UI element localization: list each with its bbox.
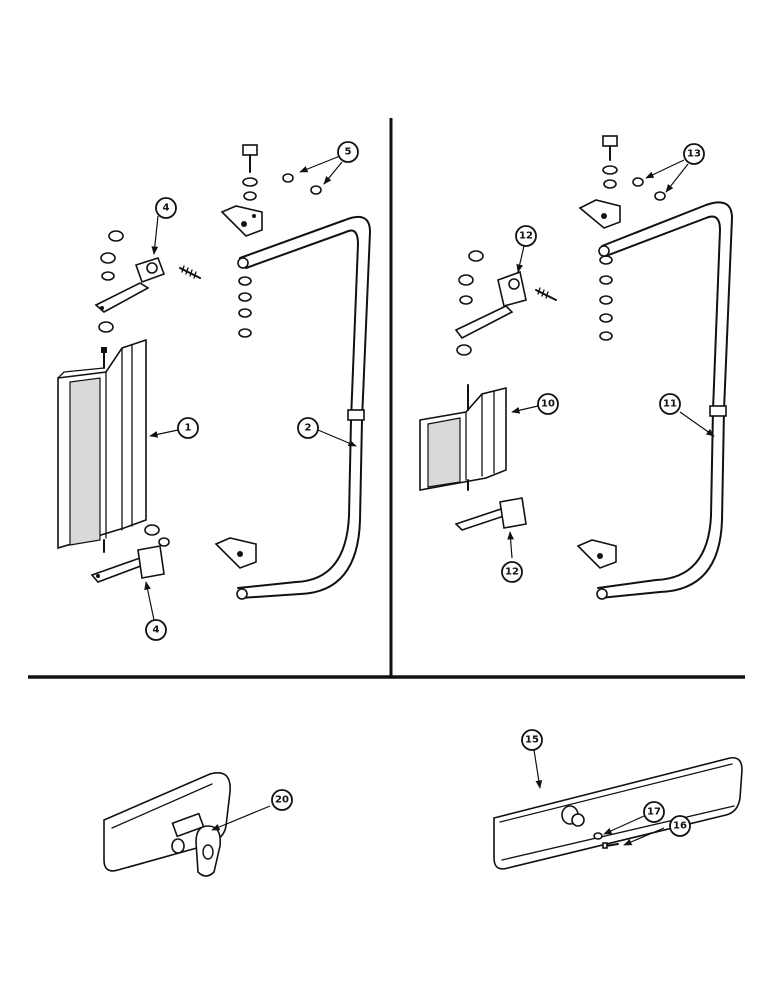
callout-16: 16 — [669, 815, 691, 837]
callout-10: 10 — [537, 393, 559, 415]
svg-text:20: 20 — [275, 795, 289, 806]
nuts-upper-left — [98, 230, 124, 333]
upper-mount-plate-left — [220, 205, 263, 237]
callout-13: 13 — [683, 143, 705, 165]
callout-12-lower: 12 — [501, 561, 523, 583]
callout-2: 2 — [297, 417, 319, 439]
callout-5: 5 — [337, 141, 359, 163]
callout-17: 17 — [643, 801, 665, 823]
bracket-upper-4 — [94, 257, 166, 313]
bracket-lower-4 — [90, 524, 170, 583]
svg-text:4: 4 — [153, 625, 160, 636]
svg-text:1: 1 — [185, 423, 192, 434]
callout-4-upper: 4 — [155, 197, 177, 219]
svg-text:5: 5 — [345, 147, 352, 158]
callout-11: 11 — [659, 393, 681, 415]
mirror-head-large — [57, 338, 147, 553]
bolt-stack-left — [242, 144, 322, 201]
mirror-frame-tube-left — [236, 216, 371, 600]
bracket-upper-12 — [454, 250, 557, 356]
lower-mount-plate-left — [214, 537, 257, 569]
leader-lines — [144, 155, 715, 846]
bolt-stack-right — [578, 135, 666, 341]
lower-mount-plate-right — [576, 539, 617, 569]
svg-text:12: 12 — [505, 567, 519, 578]
interior-mirror-clamp — [103, 772, 231, 877]
interior-mirror-button — [493, 756, 743, 870]
callout-20: 20 — [271, 789, 293, 811]
svg-text:15: 15 — [525, 735, 539, 746]
bracket-lower-12 — [454, 497, 527, 531]
mirror-frame-tube-right — [596, 201, 733, 600]
svg-text:13: 13 — [687, 149, 701, 160]
washer-stack-left — [238, 276, 252, 338]
svg-text:10: 10 — [541, 399, 555, 410]
svg-text:4: 4 — [163, 203, 170, 214]
svg-text:17: 17 — [647, 807, 661, 818]
svg-text:11: 11 — [663, 399, 677, 410]
svg-text:2: 2 — [305, 423, 312, 434]
svg-text:16: 16 — [673, 821, 687, 832]
callout-12-upper: 12 — [515, 225, 537, 247]
svg-text:12: 12 — [519, 231, 533, 242]
screw-upper-left — [179, 265, 201, 279]
right-mirror-assembly — [419, 135, 733, 600]
callout-4-lower: 4 — [145, 619, 167, 641]
left-mirror-assembly — [57, 144, 371, 600]
callout-15: 15 — [521, 729, 543, 751]
mirror-head-small — [419, 384, 507, 491]
callout-1: 1 — [177, 417, 199, 439]
